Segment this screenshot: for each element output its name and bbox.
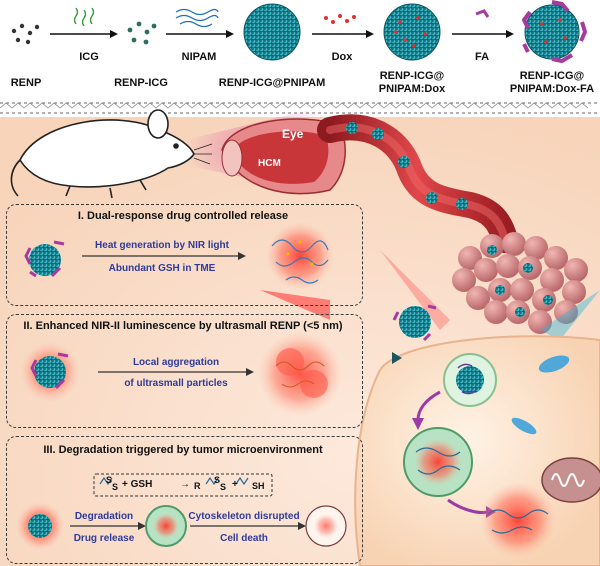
vessel-nanoparticles: [346, 122, 468, 210]
nir-beam-diag: [380, 250, 450, 330]
tumor-cluster: [452, 232, 588, 334]
section-2-aggregation-label: Local aggregation: [132, 357, 220, 368]
reaction-s3: S: [214, 475, 221, 485]
section2-graphics: [20, 332, 342, 416]
section-2-box: [6, 314, 363, 428]
mouse-illustration: [10, 109, 213, 199]
reaction-s2: S: [112, 482, 119, 492]
step-degradation-label: Degradation: [74, 511, 134, 522]
renp-dots: [11, 23, 40, 45]
reagent-icg: ICG: [79, 51, 99, 63]
blood-vessel: [317, 114, 518, 253]
product-final-nanoprobe: RENP-ICG@ PNIPAM:Dox-FA: [509, 70, 595, 95]
reaction-s4: S: [220, 482, 227, 492]
step-cytoskeleton-label: Cytoskeleton disrupted: [188, 511, 300, 522]
step-drug-release-label: Drug release: [73, 533, 135, 544]
reaction-s1: S: [106, 475, 113, 485]
mitochondria: [541, 457, 600, 503]
organelle-2: [511, 417, 537, 435]
reagent-dox: Dox: [331, 51, 353, 63]
dox-drug-icon: [324, 14, 356, 24]
step-cell-death-label: Cell death: [220, 533, 268, 544]
renp-icg-dots: [127, 21, 157, 45]
renp-icg-pnipam-particle: [243, 3, 301, 61]
section-2-particles-label: of ultrasmall particles: [124, 378, 228, 389]
divider: [0, 102, 600, 114]
section-2-title: II. Enhanced NIR-II luminescence by ultr…: [23, 320, 343, 332]
final-nanoprobe-particle: [524, 4, 580, 60]
product-renp: RENP: [10, 77, 42, 89]
section-3-title: III. Degradation triggered by tumor micr…: [43, 444, 323, 456]
section3-graphics: [16, 473, 347, 550]
reaction-plus: +: [232, 479, 238, 490]
organelle-1: [538, 355, 570, 373]
reagent-nipam: NIPAM: [181, 51, 217, 63]
product-renp-icg-pnipam-dox: RENP-ICG@ PNIPAM:Dox: [378, 70, 446, 95]
product-renp-icg: RENP-ICG: [114, 77, 168, 89]
section1-graphics: [24, 222, 334, 290]
eye-illustration: [221, 118, 346, 195]
approaching-probe: [399, 306, 431, 338]
section-1-box: [6, 204, 363, 306]
synthesis-scheme: [11, 0, 587, 63]
tumor-cell: [354, 304, 600, 566]
section-1-gsh-label: Abundant GSH in TME: [108, 263, 216, 274]
reaction-gsh: + GSH: [122, 479, 153, 490]
product-renp-icg-pnipam: RENP-ICG@PNIPAM: [218, 77, 326, 89]
reaction-sh: SH: [252, 481, 265, 491]
reaction-r: R: [194, 481, 201, 491]
folate-shell: [522, 0, 587, 63]
icg-molecule-icon: [73, 7, 95, 27]
folate-ligand-icon: [475, 9, 490, 18]
section-1-heat-label: Heat generation by NIR light: [95, 240, 229, 251]
reaction-arrow: →: [180, 479, 190, 490]
renp-icg-pnipam-dox-particle: [383, 3, 441, 61]
nipam-polymer-icon: [175, 8, 219, 28]
section-1-title: I. Dual-response drug controlled release: [77, 210, 289, 222]
reagent-fa: FA: [474, 51, 490, 63]
receptor-icon: [392, 352, 402, 364]
section-3-box: [6, 436, 363, 564]
eye-label: Eye: [282, 127, 304, 141]
cyan-beam: [540, 290, 600, 340]
hcm-label: HCM: [258, 158, 281, 169]
